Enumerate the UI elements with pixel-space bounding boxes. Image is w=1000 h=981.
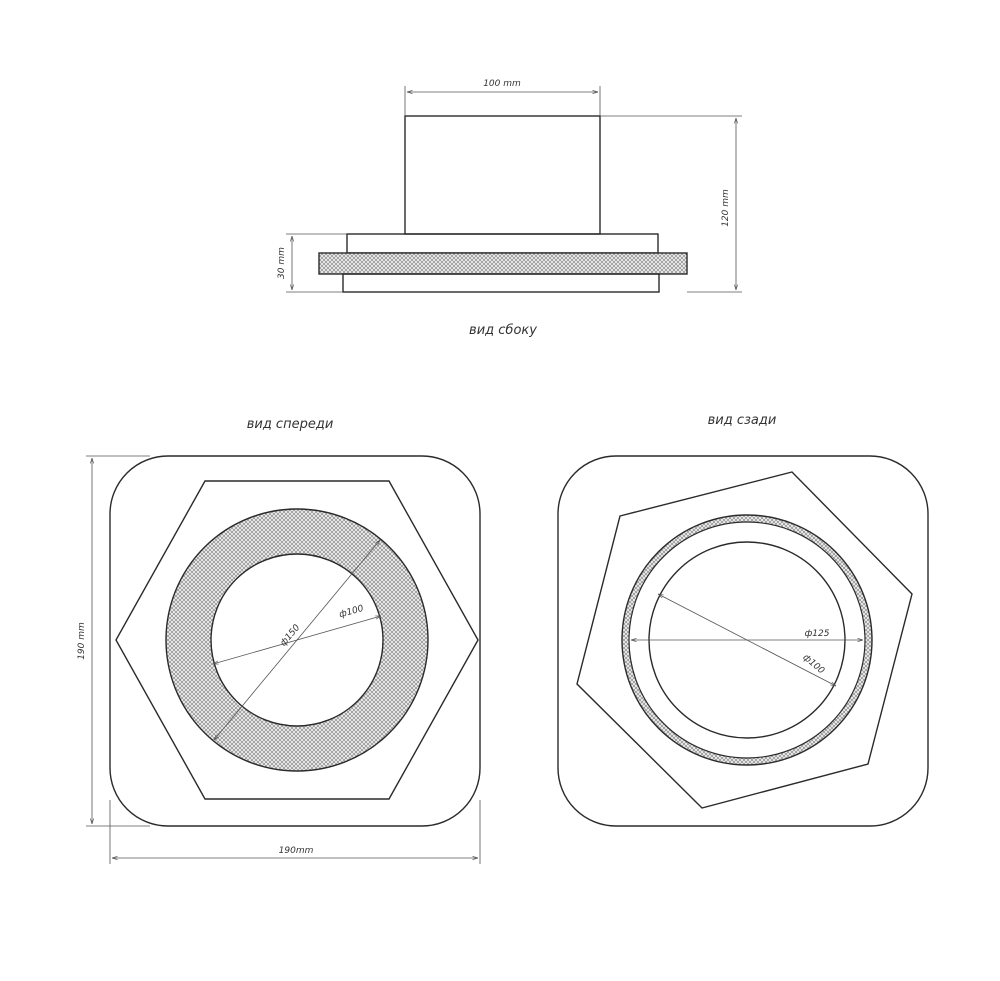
side-thickness-label: 30 mm	[277, 247, 287, 279]
front-hexagon	[115, 480, 479, 800]
back-view-caption: вид сзади	[708, 413, 777, 428]
side-view: 100 mm 120 mm 30 mm вид сбоку	[277, 79, 742, 338]
back-inner-diameter-line	[658, 594, 836, 686]
side-tube	[404, 115, 601, 235]
front-view: вид спереди ф150 ф100 190 mm 190mm	[77, 417, 481, 864]
side-height-label: 120 mm	[721, 189, 731, 227]
front-height-label: 190 mm	[77, 622, 87, 660]
back-square-plate	[557, 455, 929, 827]
side-upper-plate	[346, 233, 659, 254]
back-view: вид сзади ф125 ф100	[557, 413, 929, 827]
back-outer-diameter-label: ф125	[805, 629, 830, 639]
side-width-label: 100 mm	[483, 79, 521, 89]
side-view-caption: вид сбоку	[469, 323, 537, 338]
side-lower-plate	[342, 273, 660, 293]
front-inner-diameter-line	[213, 616, 381, 664]
back-hexagon	[576, 471, 913, 809]
front-view-caption: вид спереди	[247, 417, 334, 432]
front-square-plate	[109, 455, 481, 827]
side-gasket	[318, 252, 688, 275]
front-width-label: 190mm	[279, 846, 314, 856]
